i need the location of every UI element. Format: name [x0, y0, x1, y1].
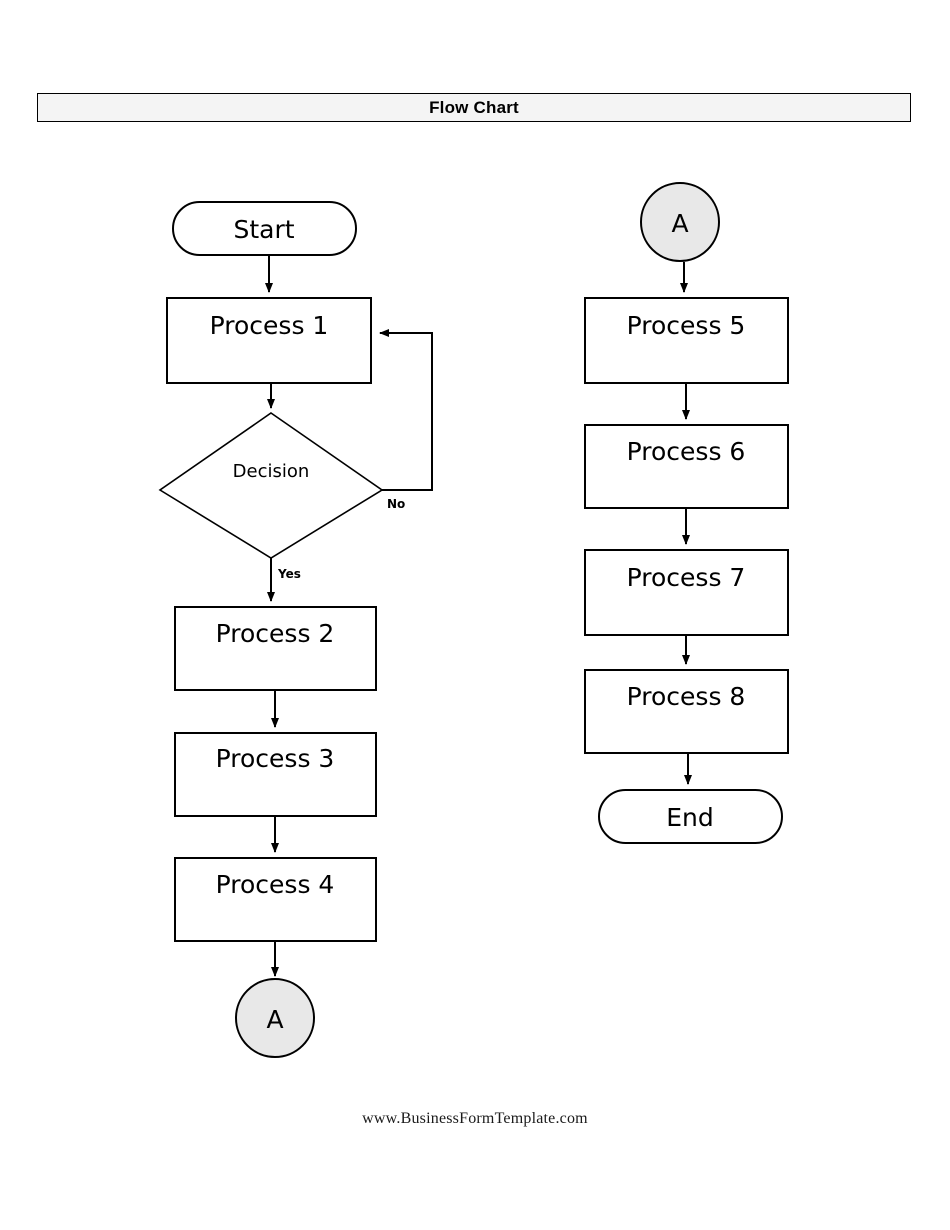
node-process4-label: Process 4 — [216, 870, 335, 899]
node-process3[interactable]: Process 3 — [174, 732, 377, 817]
node-process8-label: Process 8 — [627, 682, 746, 711]
edge-label-no: No — [387, 497, 405, 511]
node-end[interactable]: End — [598, 789, 783, 844]
node-process6[interactable]: Process 6 — [584, 424, 789, 509]
node-start[interactable]: Start — [172, 201, 357, 256]
node-process2[interactable]: Process 2 — [174, 606, 377, 691]
node-decision[interactable]: Decision — [158, 412, 384, 559]
edge-decision-no-loop — [379, 329, 433, 491]
node-end-label: End — [666, 803, 714, 832]
node-connector-a-in[interactable]: A — [640, 182, 720, 262]
node-start-label: Start — [233, 215, 294, 244]
node-process4[interactable]: Process 4 — [174, 857, 377, 942]
node-process3-label: Process 3 — [216, 744, 335, 773]
edge-label-yes: Yes — [277, 567, 301, 581]
footer-website-text: www.BusinessFormTemplate.com — [362, 1110, 588, 1127]
node-connector-a-out[interactable]: A — [235, 978, 315, 1058]
node-process6-label: Process 6 — [627, 437, 746, 466]
node-connector-a-in-label: A — [671, 209, 688, 238]
node-process8[interactable]: Process 8 — [584, 669, 789, 754]
node-process2-label: Process 2 — [216, 619, 335, 648]
node-decision-label: Decision — [233, 461, 310, 482]
node-process1[interactable]: Process 1 — [166, 297, 372, 384]
node-process7-label: Process 7 — [627, 563, 746, 592]
node-connector-a-out-label: A — [266, 1005, 283, 1034]
node-process5[interactable]: Process 5 — [584, 297, 789, 384]
node-process5-label: Process 5 — [627, 311, 746, 340]
page-title-bar: Flow Chart — [37, 93, 911, 122]
node-process7[interactable]: Process 7 — [584, 549, 789, 636]
node-process1-label: Process 1 — [210, 311, 329, 340]
page-title: Flow Chart — [429, 97, 519, 117]
footer: www.BusinessFormTemplate.com — [0, 1108, 950, 1128]
